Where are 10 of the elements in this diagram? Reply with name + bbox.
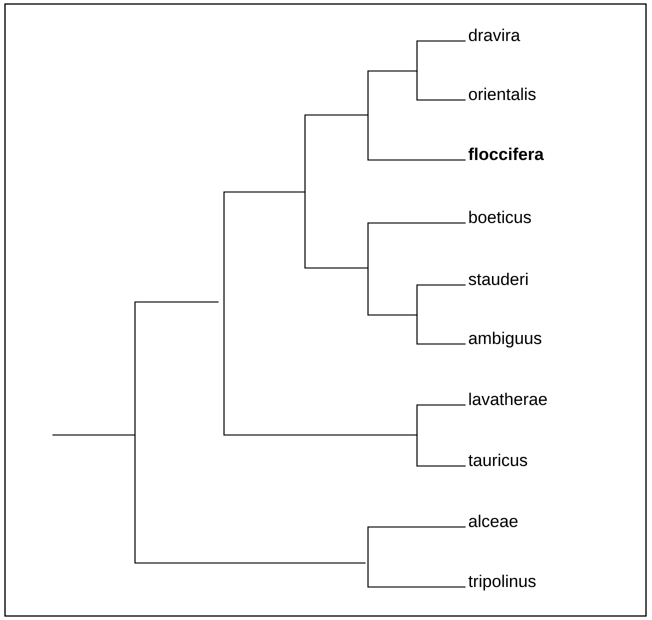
taxon-label: lavatherae <box>469 392 547 406</box>
taxon-label: alceae <box>468 514 518 528</box>
taxon-label: ambiguus <box>468 332 542 348</box>
taxon-label: dravira <box>468 28 520 42</box>
taxon-label: floccifera <box>468 148 544 160</box>
taxon-label: orientalis <box>468 88 536 100</box>
taxon-label: boeticus <box>469 210 531 224</box>
taxon-label: tripolinus <box>468 574 536 591</box>
taxon-label: tauricus <box>468 454 528 466</box>
taxon-label: stauderi <box>468 272 528 286</box>
